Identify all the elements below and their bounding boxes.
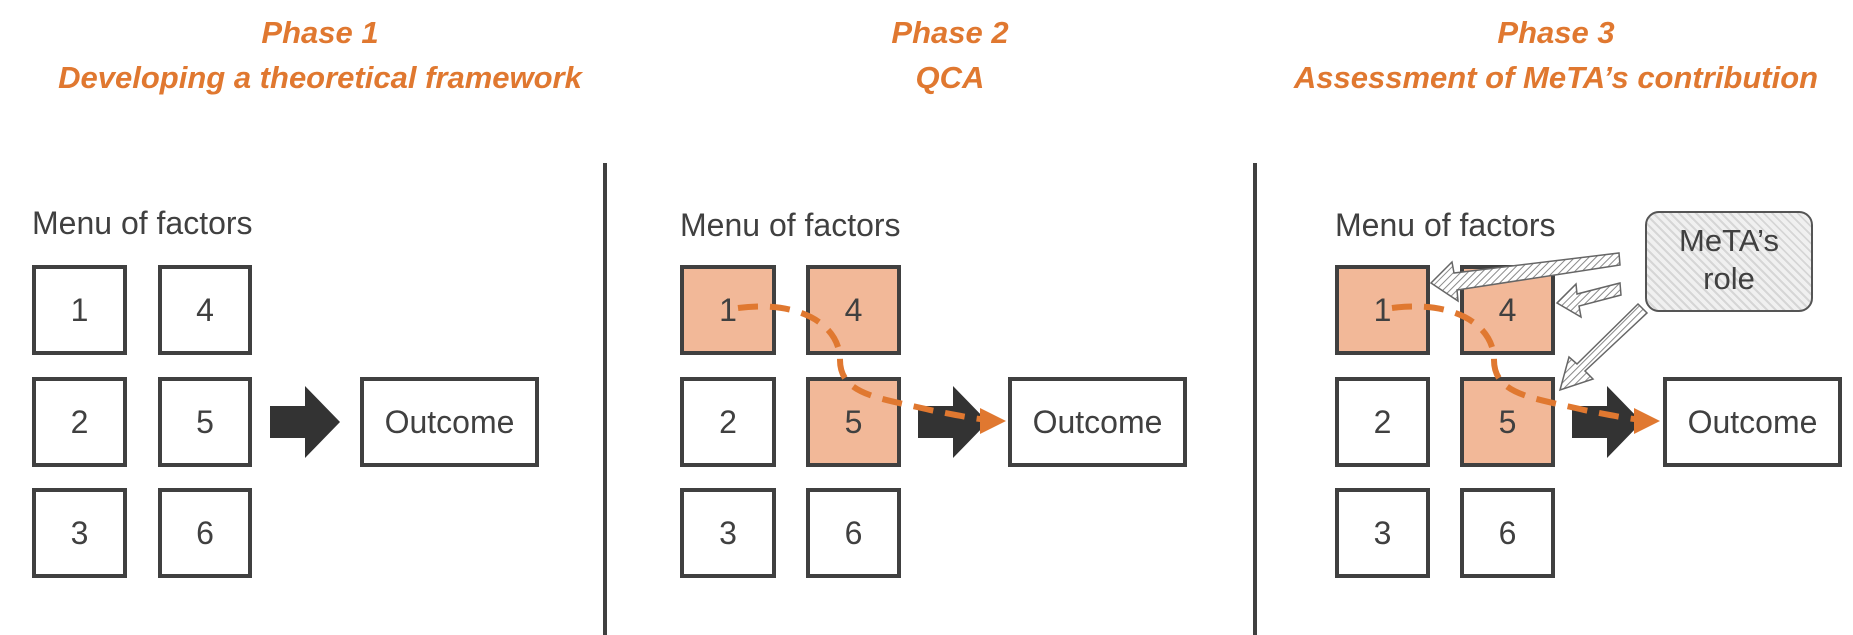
menu-of-factors-label: Menu of factors (32, 205, 253, 241)
outcome-box: Outcome (360, 377, 539, 467)
phase-3-title: Phase 3 Assessment of MeTA’s contributio… (1236, 10, 1853, 100)
phase-divider-1 (603, 163, 607, 635)
causal-path-arrowhead-icon (980, 408, 1006, 434)
factor-box-4-highlighted: 4 (806, 265, 901, 355)
factor-box-1-highlighted: 1 (1335, 265, 1430, 355)
hatched-arrow-to-factor-5-icon (1558, 302, 1649, 392)
phase-3-subtitle: Assessment of MeTA’s contribution (1293, 60, 1819, 95)
hatched-arrow-to-factor-1-icon (1429, 252, 1621, 303)
hatched-arrow-to-factor-4-icon (1555, 282, 1622, 319)
causal-path-arrowhead-icon (1634, 408, 1660, 434)
meta-role-pointer-arrows (1429, 252, 1649, 392)
phase-3-heading: Phase 3 (1497, 15, 1615, 50)
factor-box-1: 1 (32, 265, 127, 355)
outcome-box: Outcome (1008, 377, 1187, 467)
factor-box-6: 6 (1460, 488, 1555, 578)
block-arrow-icon (270, 386, 340, 458)
factor-box-4: 4 (158, 265, 252, 355)
factor-box-1-highlighted: 1 (680, 265, 776, 355)
phase-1-title: Phase 1 Developing a theoretical framewo… (0, 10, 640, 100)
phase-divider-2 (1253, 163, 1257, 635)
causal-path-arrow (1391, 303, 1657, 424)
causal-path-arrow (737, 303, 1003, 424)
callout-line-2: role (1703, 261, 1755, 296)
phase-2-subtitle: QCA (915, 60, 985, 95)
factor-box-3: 3 (680, 488, 776, 578)
factor-box-5-highlighted: 5 (806, 377, 901, 467)
phase-1-heading: Phase 1 (261, 15, 379, 50)
factor-box-3: 3 (32, 488, 127, 578)
factor-box-3: 3 (1335, 488, 1430, 578)
factor-box-2: 2 (1335, 377, 1430, 467)
callout-line-1: MeTA’s (1679, 223, 1779, 258)
factor-box-5: 5 (158, 377, 252, 467)
factor-box-6: 6 (158, 488, 252, 578)
menu-of-factors-label: Menu of factors (1335, 207, 1556, 243)
meta-role-callout: MeTA’s role (1645, 211, 1813, 312)
block-arrow-icon (918, 386, 988, 458)
phase-2-title: Phase 2 QCA (630, 10, 1270, 100)
factor-box-2: 2 (680, 377, 776, 467)
outcome-box: Outcome (1663, 377, 1842, 467)
phase-2-heading: Phase 2 (891, 15, 1009, 50)
menu-of-factors-label: Menu of factors (680, 207, 901, 243)
block-arrow-icon (1572, 386, 1642, 458)
factor-box-6: 6 (806, 488, 901, 578)
phase-1-subtitle: Developing a theoretical framework (58, 60, 582, 95)
factor-box-5-highlighted: 5 (1460, 377, 1555, 467)
factor-box-2: 2 (32, 377, 127, 467)
